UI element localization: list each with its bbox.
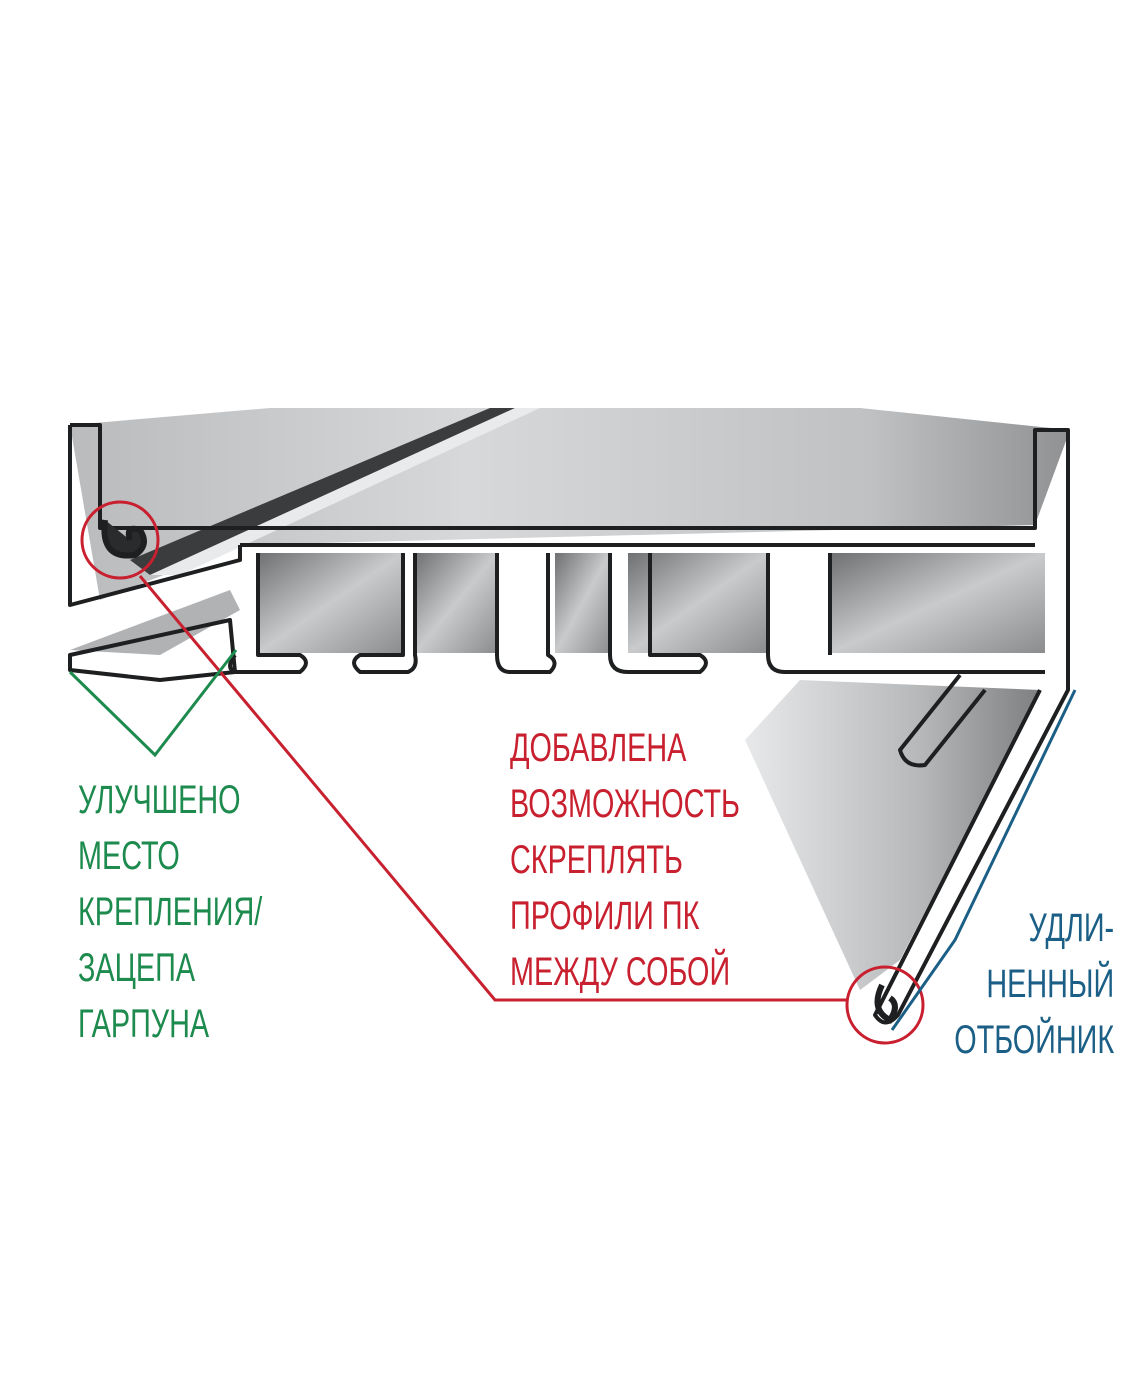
blue-leader-line (890, 689, 1077, 1031)
annotation-extended-deflector: УДЛИ- НЕННЫЙ ОТБОЙНИК (954, 900, 1114, 1068)
profile-top-surface (70, 408, 1070, 600)
annotation-line: НЕННЫЙ (986, 962, 1114, 1006)
annotation-line: МЕСТО (78, 834, 180, 878)
callout-circle-left (80, 500, 160, 580)
annotation-harpoon-mount: УЛУЧШЕНО МЕСТО КРЕПЛЕНИЯ/ ЗАЦЕПА ГАРПУНА (78, 772, 262, 1052)
annotation-line: МЕЖДУ СОБОЙ (510, 950, 731, 994)
annotation-line: УЛУЧШЕНО (78, 778, 241, 822)
annotation-line: УДЛИ- (1028, 906, 1114, 950)
annotation-line: ГАРПУНА (78, 1002, 210, 1046)
annotation-line: СКРЕПЛЯТЬ (510, 838, 683, 882)
annotation-line: ПРОФИЛИ ПК (510, 894, 700, 938)
hook-left (101, 519, 147, 559)
green-leader-line (68, 649, 238, 758)
groove (130, 408, 515, 575)
annotation-line: ДОБАВЛЕНА (510, 726, 687, 770)
profile-outline (68, 423, 1070, 1025)
annotation-line: ВОЗМОЖНОСТЬ (510, 782, 740, 826)
annotation-line: ЗАЦЕПА (78, 946, 196, 990)
profile-side-shadow (745, 680, 1040, 990)
annotation-profile-joining: ДОБАВЛЕНА ВОЗМОЖНОСТЬ СКРЕПЛЯТЬ ПРОФИЛИ … (510, 720, 740, 1000)
annotation-line: ОТБОЙНИК (954, 1018, 1114, 1062)
red-leader-line (138, 575, 847, 1002)
cavities (258, 553, 1045, 653)
callout-circle-right (845, 965, 925, 1045)
hook-right (874, 983, 898, 1024)
annotation-line: КРЕПЛЕНИЯ/ (78, 890, 263, 934)
